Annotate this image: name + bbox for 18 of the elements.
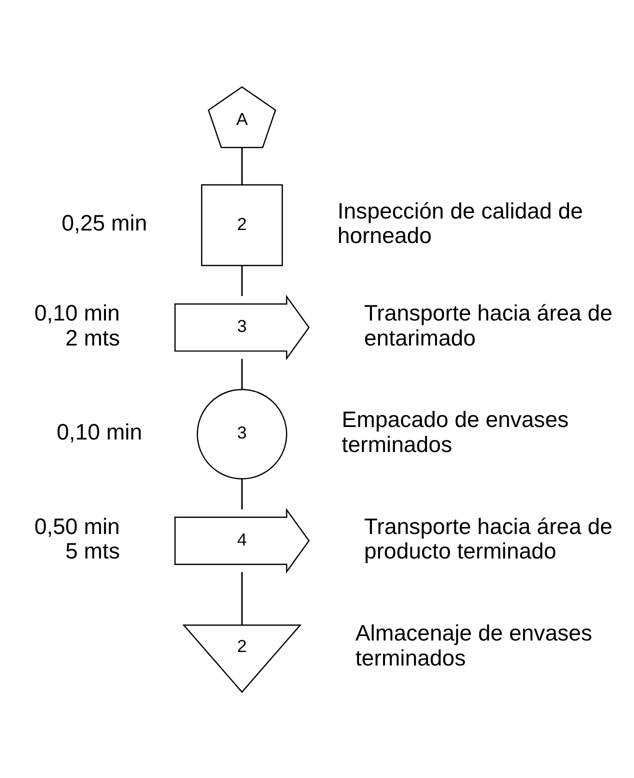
- node-label: 2 mts: [65, 324, 120, 350]
- node-circle: 3: [196, 388, 288, 479]
- connector: [241, 572, 243, 625]
- node-label: Inspección de calidad de horneado: [337, 198, 583, 248]
- node-label: 0,50 min: [34, 513, 120, 538]
- node-label: 0,25 min: [62, 210, 148, 236]
- node-label: Transporte hacia área de producto terminado: [364, 513, 612, 564]
- connector: [241, 148, 243, 184]
- node-label: 0,10 min: [56, 419, 142, 444]
- node-box: 2: [201, 184, 283, 266]
- connector: [241, 478, 243, 509]
- node-label: 5 mts: [65, 538, 120, 564]
- connector: [241, 358, 243, 389]
- node-label: 0,10 min: [34, 300, 120, 326]
- node-label: Transporte hacia área de entarimado: [364, 300, 612, 350]
- node-label: Empacado de envases terminados: [342, 406, 569, 456]
- node-label: Almacenaje de envases terminados: [355, 620, 592, 670]
- connector: [241, 265, 243, 296]
